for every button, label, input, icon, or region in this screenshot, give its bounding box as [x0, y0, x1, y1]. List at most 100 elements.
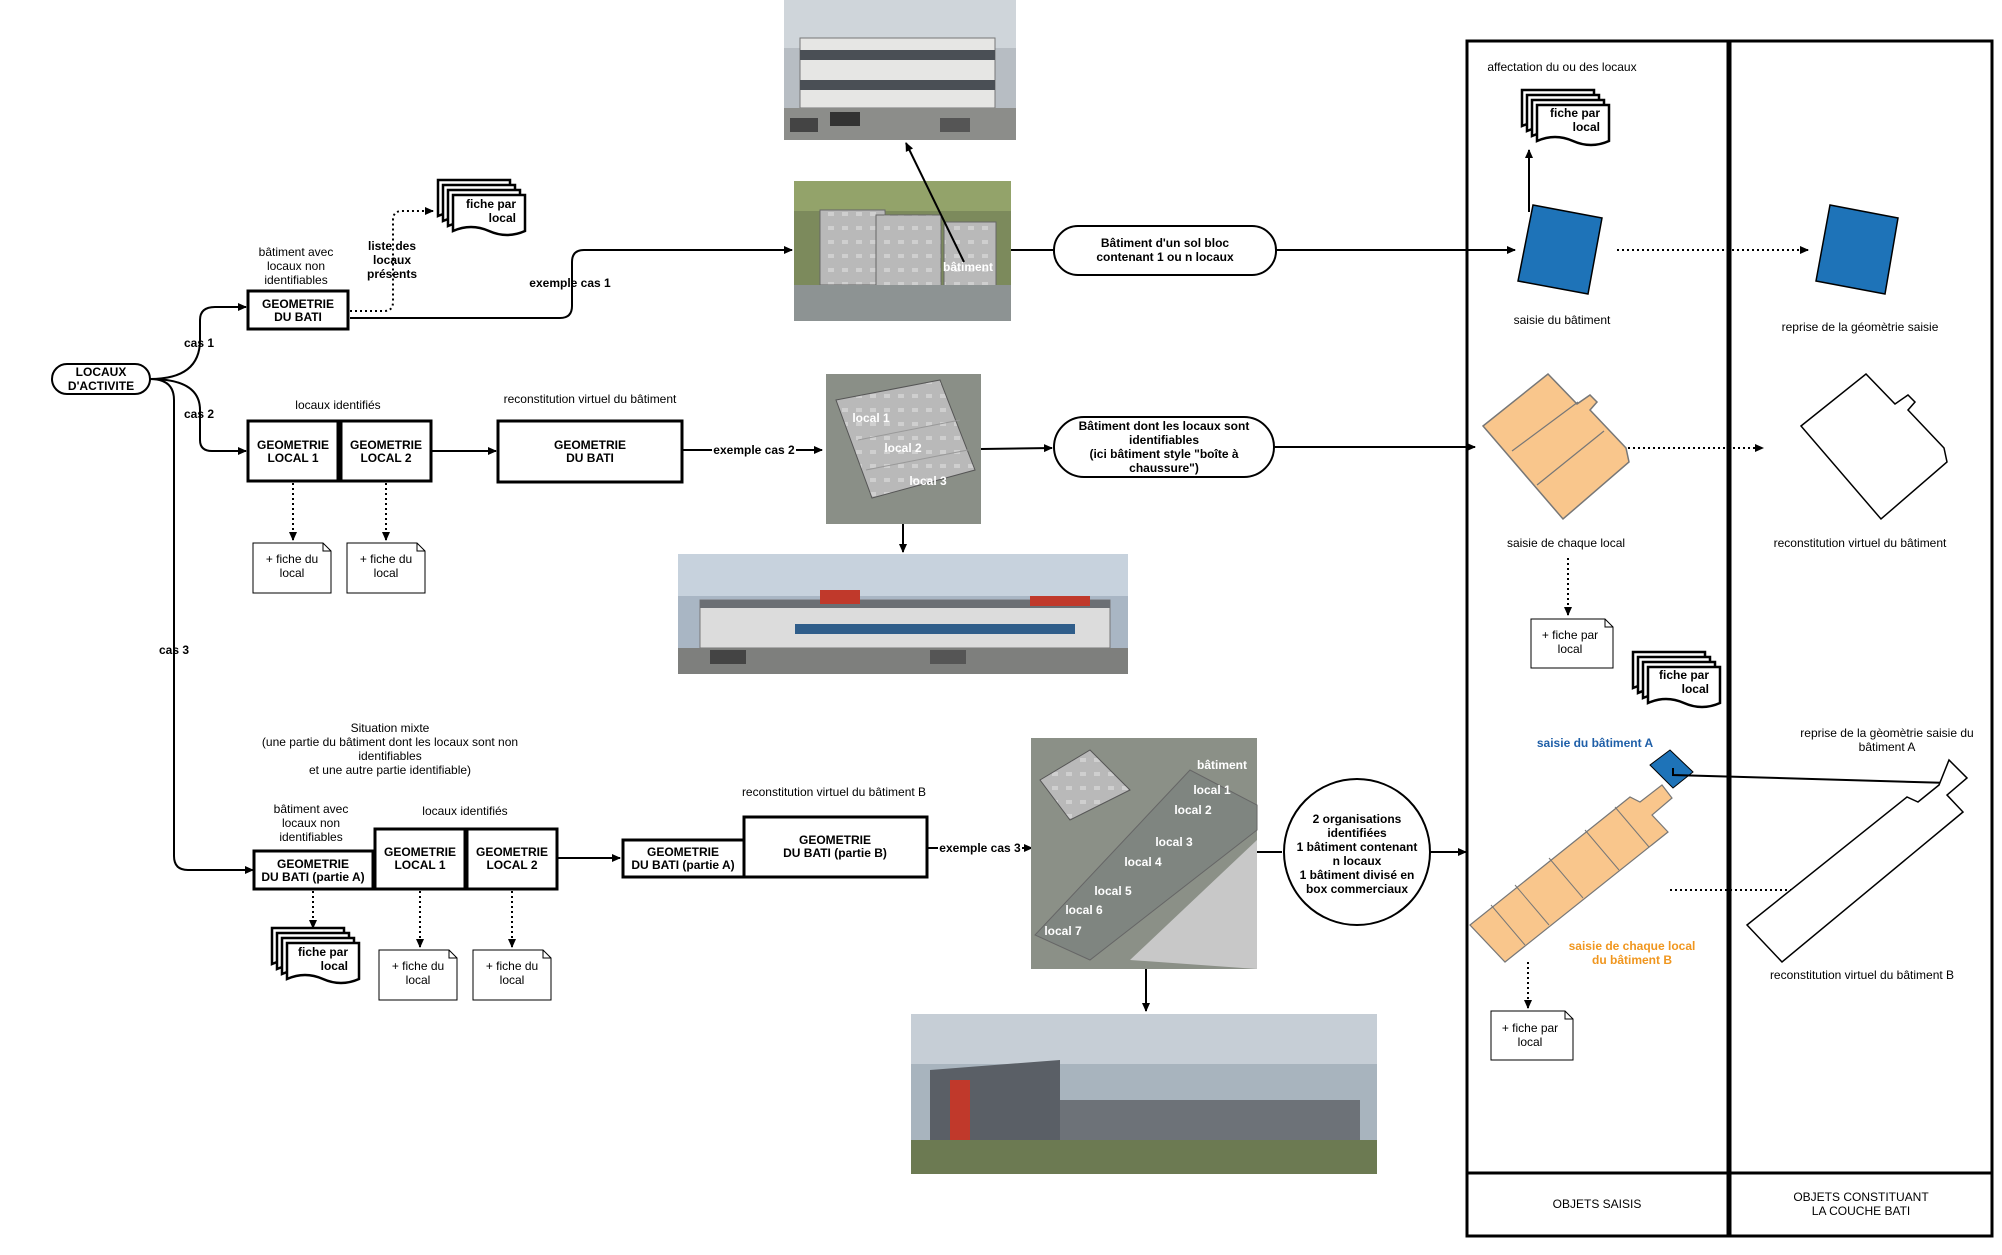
col2-header-2: LA COUCHE BATI — [1812, 1204, 1910, 1218]
case3-caption-b: locaux identifiés — [422, 804, 507, 818]
case1-box-text-2: DU BATI — [274, 310, 322, 324]
cas2-label: cas 2 — [184, 407, 214, 421]
case1-example-label: exemple cas 1 — [529, 276, 611, 290]
case3-rec-b-box: GEOMETRIE DU BATI (partie B) — [742, 815, 929, 879]
case3-street-photo — [911, 1014, 1377, 1174]
case3-photo-local6: local 6 — [1065, 903, 1103, 917]
case2-caption: locaux identifiés — [295, 398, 380, 412]
case3-desc-3: 1 bâtiment contenant — [1297, 840, 1418, 854]
case3-bati-a-text-1: GEOMETRIE — [277, 857, 349, 871]
case1-caption-3: identifiables — [264, 273, 327, 287]
case3-photo-local2: local 2 — [1174, 803, 1212, 817]
case3-aerial-photo: bâtiment local 1 local 2 local 3 local 4… — [1031, 738, 1258, 969]
start-node: LOCAUX D'ACTIVITE — [51, 363, 151, 395]
case3-photo-local4: local 4 — [1124, 855, 1162, 869]
case1-fiche-text-2: local — [489, 211, 516, 225]
case3-photo-local7: local 7 — [1044, 924, 1082, 938]
case3-fiche-stack-text-1: fiche par — [298, 945, 348, 959]
case3-bati-a-box: GEOMETRIE DU BATI (partie A) — [252, 849, 375, 891]
case1-photo-link — [905, 142, 965, 263]
case1-geometry-box: GEOMETRIE DU BATI — [246, 289, 350, 331]
case2-fiche2-text-1: + fiche du — [360, 552, 412, 566]
case3-photo-local5: local 5 — [1094, 884, 1132, 898]
case3-fiche2-text-2: local — [500, 973, 525, 987]
case2-desc-4: chaussure") — [1129, 461, 1199, 475]
right-columns: OBJETS SAISIS OBJETS CONSTITUANT LA COUC… — [1465, 39, 1994, 1238]
right-saisie-b-1: saisie de chaque local — [1569, 939, 1696, 953]
case2-fiche-2: + fiche du local — [346, 542, 426, 594]
case2-aerial-photo: local 1 local 2 local 3 — [826, 374, 981, 524]
case3-fiche2-text-1: + fiche du — [486, 959, 538, 973]
case3-desc-2: identifiées — [1327, 826, 1387, 840]
case1-example-connector — [350, 246, 793, 319]
case3-desc-6: box commerciaux — [1306, 882, 1408, 896]
right-virtual-building-b — [1745, 758, 1969, 964]
case2-local2-text-1: GEOMETRIE — [350, 438, 422, 452]
right-fiche-stack-mid: fiche par local — [1631, 650, 1722, 709]
case2-bati-text-2: DU BATI — [566, 451, 614, 465]
case1-desc-1: Bâtiment d'un sol bloc — [1101, 236, 1230, 250]
case3-fiche-stack-text-2: local — [321, 959, 348, 973]
case2-fiche2-text-2: local — [374, 566, 399, 580]
case3-photo-batiment: bâtiment — [1197, 758, 1247, 772]
case3-rec-a-text-1: GEOMETRIE — [647, 845, 719, 859]
right-fiche-stack-top: fiche par local — [1520, 88, 1611, 147]
case3-local1-text-1: GEOMETRIE — [384, 845, 456, 859]
branch-cas3-connector — [149, 378, 254, 874]
case3-fiche1-text-1: + fiche du — [392, 959, 444, 973]
case3-rec-a-box: GEOMETRIE DU BATI (partie A) — [621, 838, 746, 879]
cas3-label: cas 3 — [159, 643, 189, 657]
case2-photo-local2: local 2 — [884, 441, 922, 455]
case1-list-1: liste des — [368, 239, 416, 253]
case3-mixed-2: (une partie du bâtiment dont les locaux … — [262, 735, 518, 749]
right-recon-b-label: reconstitution virtuel du bâtiment B — [1770, 968, 1954, 982]
case2-local2-box: GEOMETRIE LOCAL 2 — [339, 419, 433, 483]
case2-fiche1-text-2: local — [280, 566, 305, 580]
case2-local1-text-1: GEOMETRIE — [257, 438, 329, 452]
case3-rec-a-text-2: DU BATI (partie A) — [631, 858, 734, 872]
case3-local1-box: GEOMETRIE LOCAL 1 — [373, 827, 467, 891]
right-mixed-building — [1469, 749, 1694, 963]
case1-description: Bâtiment d'un sol bloc contenant 1 ou n … — [1053, 225, 1277, 276]
case2-photo-local3: local 3 — [909, 474, 947, 488]
right-fiche-bottom-text-1: + fiche par — [1502, 1021, 1558, 1035]
case3-local2-text-1: GEOMETRIE — [476, 845, 548, 859]
case2-recon-caption: reconstitution virtuel du bâtiment — [504, 392, 677, 406]
case1-dotted-connector — [350, 207, 434, 312]
case3-caption-a-3: identifiables — [279, 830, 342, 844]
right-affect-label: affectation du ou des locaux — [1487, 60, 1636, 74]
case1-street-photo — [784, 0, 1016, 140]
right-fiche-mid-stack-text-2: local — [1682, 682, 1709, 696]
case2-local2-text-2: LOCAL 2 — [360, 451, 411, 465]
case3-desc-5: 1 bâtiment divisé en — [1300, 868, 1415, 882]
case1-fiche-text-1: fiche par — [466, 197, 516, 211]
right-blue-building-copy — [1815, 204, 1899, 295]
branch-cas1-connector — [149, 303, 247, 380]
start-label-2: D'ACTIVITE — [68, 379, 134, 393]
case1-aerial-photo: bâtiment — [794, 181, 1011, 321]
case3-fiche-stack: fiche par local — [270, 926, 361, 985]
case3-local2-box: GEOMETRIE LOCAL 2 — [465, 827, 559, 891]
right-reprise-label: reprise de la géomètrie saisie — [1782, 320, 1939, 334]
case3-photo-local3: local 3 — [1155, 835, 1193, 849]
right-saisie-a: saisie du bâtiment A — [1537, 736, 1654, 750]
start-label-1: LOCAUX — [76, 365, 127, 379]
case3-local1-text-2: LOCAL 1 — [394, 858, 445, 872]
case3-desc-4: n locaux — [1333, 854, 1382, 868]
right-reprise-a-connector — [1672, 768, 1951, 787]
case3-rec-b-text-1: GEOMETRIE — [799, 833, 871, 847]
case3-mixed-4: et une autre partie identifiable) — [309, 763, 471, 777]
case3-photo-local1: local 1 — [1193, 783, 1231, 797]
case3-fiche1-text-2: local — [406, 973, 431, 987]
case3-description: 2 organisations identifiées 1 bâtiment c… — [1283, 778, 1431, 926]
case2-desc-3: (ici bâtiment style "boîte à — [1089, 447, 1238, 461]
case2-street-photo — [678, 554, 1128, 674]
case2-description: Bâtiment dont les locaux sont identifiab… — [1053, 416, 1275, 478]
case1-fiche-stack: fiche par local — [436, 178, 527, 237]
case3-mixed-1: Situation mixte — [351, 721, 430, 735]
case2-fiche-1: + fiche du local — [252, 542, 332, 594]
case3-caption-a-1: bâtiment avec — [274, 802, 349, 816]
case3-local2-text-2: LOCAL 2 — [486, 858, 537, 872]
